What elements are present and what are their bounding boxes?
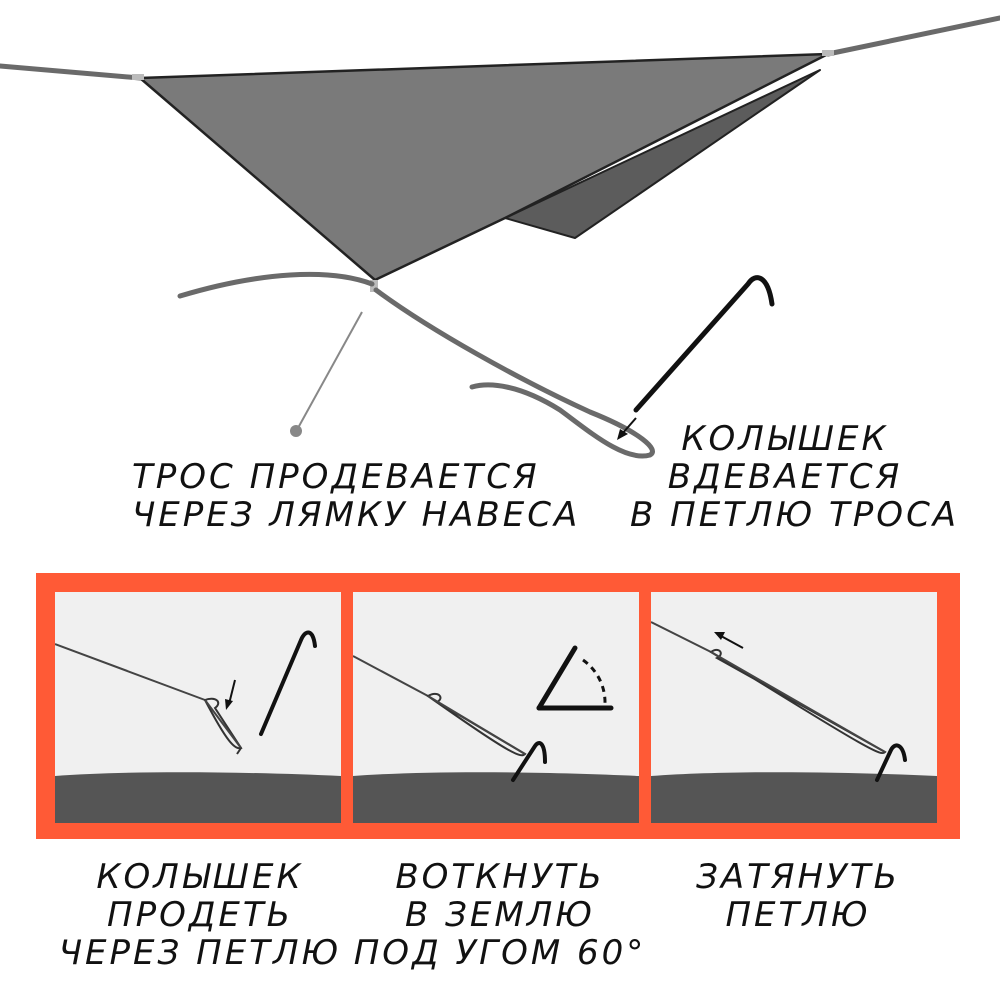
step-caption-3: ЗАТЯНУТЬ ПЕТЛЮ (696, 857, 900, 935)
step-panel-1 (55, 592, 341, 823)
ground (651, 772, 937, 823)
guy-rope (177, 271, 375, 299)
arrow (228, 679, 236, 705)
step-panel-2 (353, 592, 639, 823)
peg-arrow (621, 417, 637, 435)
ground (55, 772, 341, 823)
tarp-loop (370, 280, 378, 292)
ridge-line-right (825, 15, 1000, 57)
step-panel-3 (651, 592, 937, 823)
arrowhead (225, 699, 233, 710)
peg-caption: КОЛЫШЕК ВДЕВАЕТСЯ В ПЕТЛЮ ТРОСА (630, 419, 960, 535)
ridge-line (0, 63, 143, 81)
pointer-line (297, 311, 363, 429)
tarp-illustration (0, 15, 1000, 459)
peg (633, 275, 775, 413)
corner-clip (822, 50, 834, 56)
peg (259, 630, 317, 736)
arrow (720, 635, 744, 649)
peg (875, 743, 907, 782)
step-caption-1: КОЛЫШЕК ПРОДЕТЬ ЧЕРЕЗ ПЕТЛЮ (58, 857, 342, 973)
arrowhead (714, 632, 725, 640)
rope-caption: ТРОС ПРОДЕВАЕТСЯ ЧЕРЕЗ ЛЯМКУ НАВЕСА (132, 457, 581, 535)
guy-rope-long (373, 287, 655, 459)
ground (353, 772, 639, 823)
angle-icon (536, 645, 614, 711)
rope (55, 643, 206, 701)
tarp-fold (504, 69, 821, 239)
rope (353, 655, 429, 697)
tarp (138, 52, 830, 282)
peg-arrowhead (617, 429, 628, 440)
peg (511, 741, 547, 782)
step-caption-2: ВОТКНУТЬ В ЗЕМЛЮ ПОД УГОМ 60° (353, 857, 647, 973)
rope (651, 621, 712, 653)
rope-loop (709, 648, 887, 755)
corner-clip (132, 74, 144, 80)
pointer-dot (290, 425, 302, 437)
